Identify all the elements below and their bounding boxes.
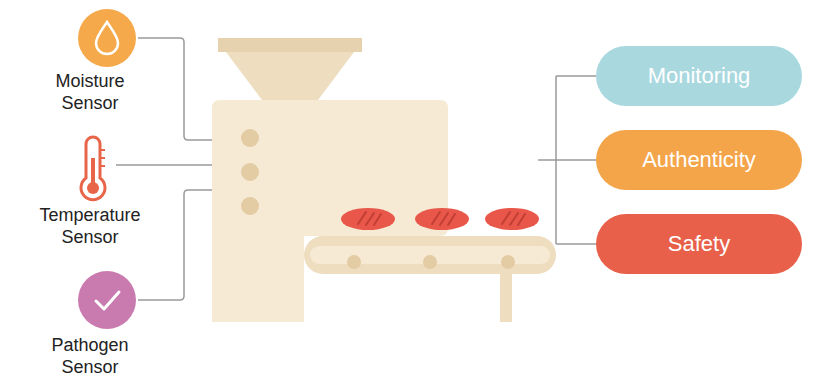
processing-machine [212,38,556,322]
pill-label: Safety [668,231,730,257]
pill-label: Authenticity [642,147,756,173]
sensor-label: Temperature Sensor [25,204,155,248]
outcome-pill: Authenticity [596,130,802,190]
droplet-symbol [96,22,118,54]
sensor-node: Temperature Sensor [25,130,155,248]
outcome-pill: Monitoring [596,46,802,106]
pill-label: Monitoring [648,63,751,89]
sensor-label: Moisture Sensor [25,70,155,114]
sensor-label: Pathogen Sensor [25,334,155,378]
outcome-pill: Safety [596,214,802,274]
pathogen-icon [78,271,136,329]
sensor-node: Moisture Sensor [25,0,155,114]
moisture-icon [78,9,136,67]
thermometer-icon [81,137,105,200]
patties [341,208,539,230]
check-symbol [96,292,119,309]
sensor-node: Pathogen Sensor [25,262,155,378]
